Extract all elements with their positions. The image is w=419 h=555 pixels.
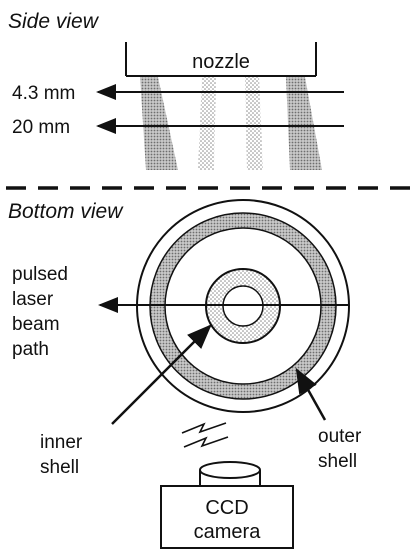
camera-label-line-2: camera	[194, 521, 262, 543]
outer-shell-label-line-1: outer	[318, 426, 362, 447]
nozzle-label: nozzle	[192, 51, 250, 73]
gas-jet-profile	[140, 77, 322, 170]
inner-shell-label-line-1: inner	[40, 432, 83, 453]
side-view-title: Side view	[8, 10, 100, 33]
bottom-view-title: Bottom view	[8, 200, 124, 223]
laser-label-line-2: laser	[12, 289, 54, 310]
inner-shell-arrow	[111, 324, 212, 425]
ccd-camera-icon	[160, 461, 294, 549]
distance-label-2: 20 mm	[12, 117, 70, 138]
nozzle: nozzle	[125, 42, 317, 77]
laser-label-line-4: path	[12, 339, 49, 360]
light-emission-icon	[181, 422, 229, 448]
inner-shell-label-line-2: shell	[40, 457, 79, 478]
laser-label-line-3: beam	[12, 314, 60, 335]
distance-label-1: 4.3 mm	[12, 83, 75, 104]
distance-lines	[96, 84, 344, 134]
outer-shell-label-line-2: shell	[318, 451, 357, 472]
laser-label-line-1: pulsed	[12, 264, 68, 285]
camera-label-line-1: CCD	[205, 497, 248, 519]
outer-shell-arrow	[295, 367, 327, 421]
